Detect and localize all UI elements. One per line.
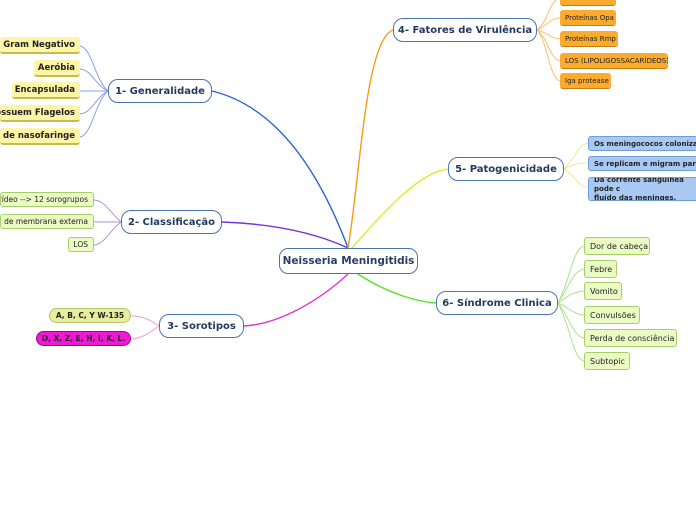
leaf-virulencia-top[interactable] [560,0,616,6]
leaf-possuem-flagelos[interactable]: Possuem Flagelos [0,105,80,122]
connector-virulencia [347,29,394,249]
leaf-perda-consciencia[interactable]: Perda de consciência [584,329,677,347]
leaf-aerobia[interactable]: Aeróbia [34,60,80,77]
connector-generalidade [211,90,349,249]
leaf-proteinas-opa[interactable]: Proteínas Opa [560,10,616,26]
connector-sorotipos [243,273,349,327]
leaf-convulsoes[interactable]: Convulsões [584,306,640,324]
connector-patogenicidade [351,168,449,249]
leaf-replicam-migram[interactable]: Se replicam e migram para o [588,156,696,171]
leaf-membrana-externa[interactable]: de membrana externa [0,214,94,229]
leaf-los[interactable]: LOS [68,237,94,252]
leaf-nasofaringe[interactable]: e de nasofaringe [0,128,80,145]
leaf-subtopic[interactable]: Subtopic [584,352,630,370]
branch-classificacao[interactable]: 2- Classificação [121,210,222,234]
central-topic[interactable]: Neisseria Meningitidis [279,248,418,274]
leaf-vomito[interactable]: Vomito [584,282,622,300]
branch-fatores-virulencia[interactable]: 4- Fatores de Virulência [393,18,537,42]
branch-sindrome-clinica[interactable]: 6- Síndrome Clinica [436,291,558,315]
leaf-corrente-sanguinea[interactable]: Da corrente sanguínea pode c fluído das … [588,177,696,201]
leaf-gram-negativo[interactable]: o Gram Negativo [0,37,80,54]
leaf-sorotipos-a-b-c[interactable]: A, B, C, Y W-135 [49,308,131,323]
leaf-los-lipoligossacarideos[interactable]: LOS (LIPOLIGOSSACARÍDEOS) [560,53,668,69]
connector-classificacao [221,221,349,249]
leaf-sorotipos-d-x-z[interactable]: D, X, Z, E, H, I, K, L. [36,331,131,346]
leaf-sorogrupos[interactable]: arídeo --> 12 sorogrupos [0,192,94,207]
leaf-febre[interactable]: Febre [584,260,617,278]
leaf-meningococos-colonizam[interactable]: Os meningococos colonizam [588,136,696,151]
branch-sorotipos[interactable]: 3- Sorotipos [159,314,244,338]
leaf-encapsulada[interactable]: Encapsulada [12,82,80,99]
connector-sindrome [357,273,437,304]
leaf-iga-protease[interactable]: Iga protease [560,73,611,89]
branch-generalidade[interactable]: 1- Generalidade [108,79,212,103]
leaf-dor-de-cabeca[interactable]: Dor de cabeça [584,237,650,255]
leaf-proteinas-rmp[interactable]: Proteínas Rmp [560,31,618,47]
branch-patogenicidade[interactable]: 5- Patogenicidade [448,157,564,181]
